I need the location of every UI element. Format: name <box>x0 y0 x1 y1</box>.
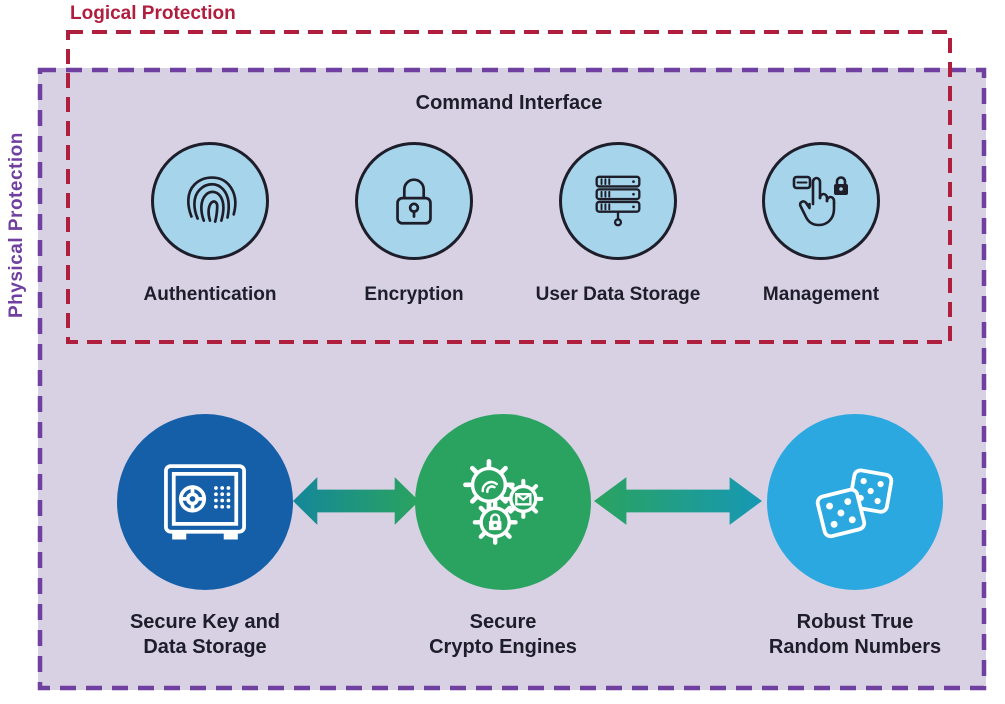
secure-key-storage-circle <box>117 414 293 590</box>
encryption-circle <box>355 142 473 260</box>
user-data-storage-label: User Data Storage <box>535 284 701 305</box>
authentication-label: Authentication <box>143 284 277 305</box>
dice-icon <box>815 468 894 539</box>
server-stack-icon <box>595 175 641 227</box>
crypto-engines-label: Secure Crypto Engines <box>429 611 577 658</box>
padlock-icon <box>396 178 432 225</box>
physical-protection-label: Physical Protection <box>6 132 27 318</box>
command-item-management: Management <box>716 142 926 306</box>
core-item-crypto-engines: Secure Crypto Engines <box>383 414 623 660</box>
command-item-encryption: Encryption <box>309 142 519 306</box>
fingerprint-icon <box>187 176 237 223</box>
hand-press-lock-icon <box>792 175 848 227</box>
command-item-authentication: Authentication <box>105 142 315 306</box>
crypto-gears-icon <box>463 459 544 545</box>
command-interface-title: Command Interface <box>415 92 603 114</box>
user-data-storage-circle <box>559 142 677 260</box>
logical-protection-label: Logical Protection <box>70 3 236 24</box>
authentication-circle <box>151 142 269 260</box>
core-item-random-numbers: Robust True Random Numbers <box>735 414 975 660</box>
storage-crypto-arrow <box>293 472 419 530</box>
management-circle <box>762 142 880 260</box>
encryption-label: Encryption <box>364 284 464 305</box>
safe-icon <box>164 464 246 540</box>
crypto-engines-circle <box>415 414 591 590</box>
command-item-user-data-storage: User Data Storage <box>513 142 723 306</box>
management-label: Management <box>762 284 880 305</box>
random-numbers-circle <box>767 414 943 590</box>
secure-key-storage-label: Secure Key and Data Storage <box>129 611 281 658</box>
random-numbers-label: Robust True Random Numbers <box>768 611 942 658</box>
core-item-secure-key-storage: Secure Key and Data Storage <box>85 414 325 660</box>
crypto-random-arrow <box>594 472 762 530</box>
